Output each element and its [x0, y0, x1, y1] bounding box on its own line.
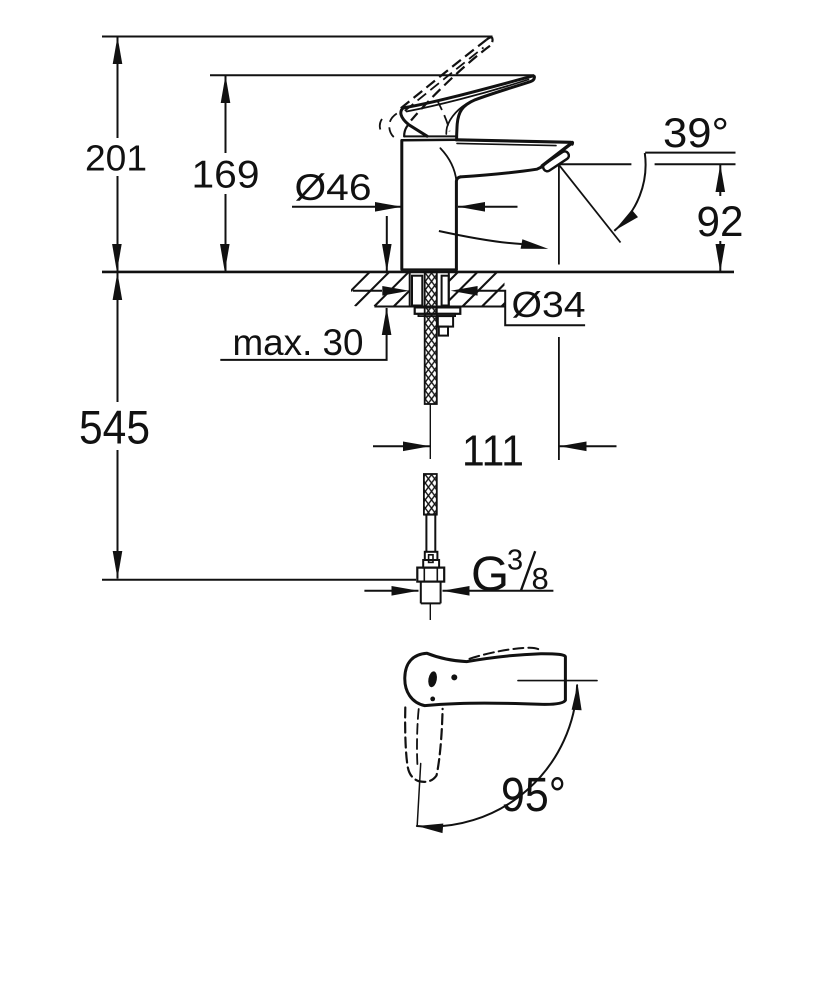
handle-top-view — [403, 646, 598, 834]
label-thread-letter: G — [471, 548, 509, 602]
hose-collar-2 — [422, 559, 441, 569]
handle-kidney-detail — [428, 671, 437, 688]
label-base-diameter: Ø46 — [295, 166, 372, 208]
label-overall-height: 201 — [85, 138, 147, 179]
hose-column — [416, 271, 446, 620]
arrow-max30-upper — [382, 244, 392, 272]
lever-raised-bottom-edge — [410, 44, 491, 122]
lever-raised-rear-hidden — [388, 112, 398, 138]
dim-line-34 — [352, 289, 586, 327]
hole-insert-right — [440, 274, 450, 307]
arrow-95-top — [571, 684, 582, 711]
arrow-92-top — [715, 164, 726, 192]
arrow-46-left — [375, 202, 402, 212]
arrow-545-bottom — [112, 551, 123, 579]
lever-raised-neck-hidden — [436, 99, 451, 132]
spout-tip-point — [569, 141, 574, 146]
dimension-arrowheads — [112, 36, 726, 596]
arrow-swing-arc — [520, 239, 549, 249]
hose-collar-slot — [427, 553, 434, 564]
label-spout-outlet-height: 92 — [697, 198, 744, 246]
arrow-max30-lower — [381, 307, 392, 335]
label-hole-diameter: Ø34 — [512, 284, 586, 325]
label-spout-reach: 111 — [462, 426, 524, 475]
arrow-39-arc — [614, 209, 638, 231]
hose-braid-lower — [422, 473, 438, 516]
reference-lines — [102, 35, 736, 581]
arrow-169-top — [220, 75, 231, 103]
arrow-g38-left — [391, 586, 419, 596]
label-thread-numerator: 3 — [507, 545, 523, 577]
mounting-nut-lower — [437, 325, 449, 337]
handle-down-position-dashed — [404, 706, 444, 783]
body-right-edge — [454, 175, 462, 272]
shank-braid-upper — [423, 271, 438, 405]
lever-raised-tip — [485, 36, 494, 47]
label-lever-height: 169 — [192, 154, 260, 197]
jet-direction-line — [558, 164, 622, 244]
label-handle-swivel-angle: 95° — [501, 769, 566, 822]
thread-nipple — [419, 581, 442, 605]
body-spout-transition-curve — [439, 147, 458, 182]
label-hose-length: 545 — [79, 402, 150, 455]
lever-raised-rear-hidden-2 — [378, 118, 383, 131]
arrow-34-right — [450, 286, 478, 296]
hatch-left — [351, 272, 410, 307]
connector-nut-facets — [423, 567, 439, 582]
hole-insert-left — [411, 274, 424, 307]
faucet-side-view — [399, 74, 574, 272]
handle-top-view-outline — [403, 651, 567, 708]
spout-underside — [459, 165, 544, 179]
hatch-right — [449, 272, 505, 307]
lever-raised-top-edge — [400, 39, 487, 110]
thread-fraction-slash — [519, 550, 537, 591]
hose-tube — [423, 513, 437, 552]
dimension-labels: 201 169 Ø46 39° 92 Ø34 max. 30 545 111 G… — [79, 109, 744, 822]
hose-collar-1 — [423, 550, 439, 561]
label-deck-thickness: max. 30 — [233, 322, 364, 363]
arrow-111-left — [403, 441, 430, 452]
arrow-169-bottom — [220, 244, 230, 272]
aerator — [541, 150, 571, 173]
arrow-34-left — [382, 286, 410, 296]
arrow-545-top — [112, 272, 123, 300]
arrow-92-bottom — [715, 244, 726, 272]
handle-dot-detail-2 — [430, 696, 436, 702]
arrow-95-bottom — [417, 823, 444, 834]
connector-nut — [416, 566, 446, 583]
arrow-g38-right — [442, 586, 470, 596]
arrow-201-top — [112, 36, 123, 64]
handle-down-inner-dashed — [416, 708, 420, 767]
spout-top-edge — [454, 138, 573, 144]
lever-rear-edge — [399, 106, 429, 138]
handle-down-axis-line — [416, 762, 422, 827]
label-thread-denominator: 8 — [532, 561, 549, 596]
mounting-nut-upper — [436, 315, 455, 328]
counter-section — [351, 272, 505, 307]
arc-handle-swing-side — [438, 230, 522, 245]
arrow-201-bottom — [112, 244, 122, 272]
handle-alt-position-dashed — [468, 646, 543, 660]
label-spout-angle: 39° — [663, 109, 729, 156]
lever-raised-inner-line — [404, 46, 485, 112]
lever-top-inner-line — [405, 78, 530, 113]
dome-left-edge — [403, 124, 409, 138]
spout-top-inner-line — [456, 142, 557, 147]
lever-neck-inner-line — [445, 100, 472, 135]
arc-95-degrees — [415, 684, 579, 828]
handle-dot-detail-1 — [451, 674, 458, 681]
arrow-111-right — [559, 441, 587, 452]
arrow-46-right — [458, 202, 485, 212]
lever-raised-dashed — [378, 36, 494, 138]
lever-outline — [401, 74, 536, 142]
